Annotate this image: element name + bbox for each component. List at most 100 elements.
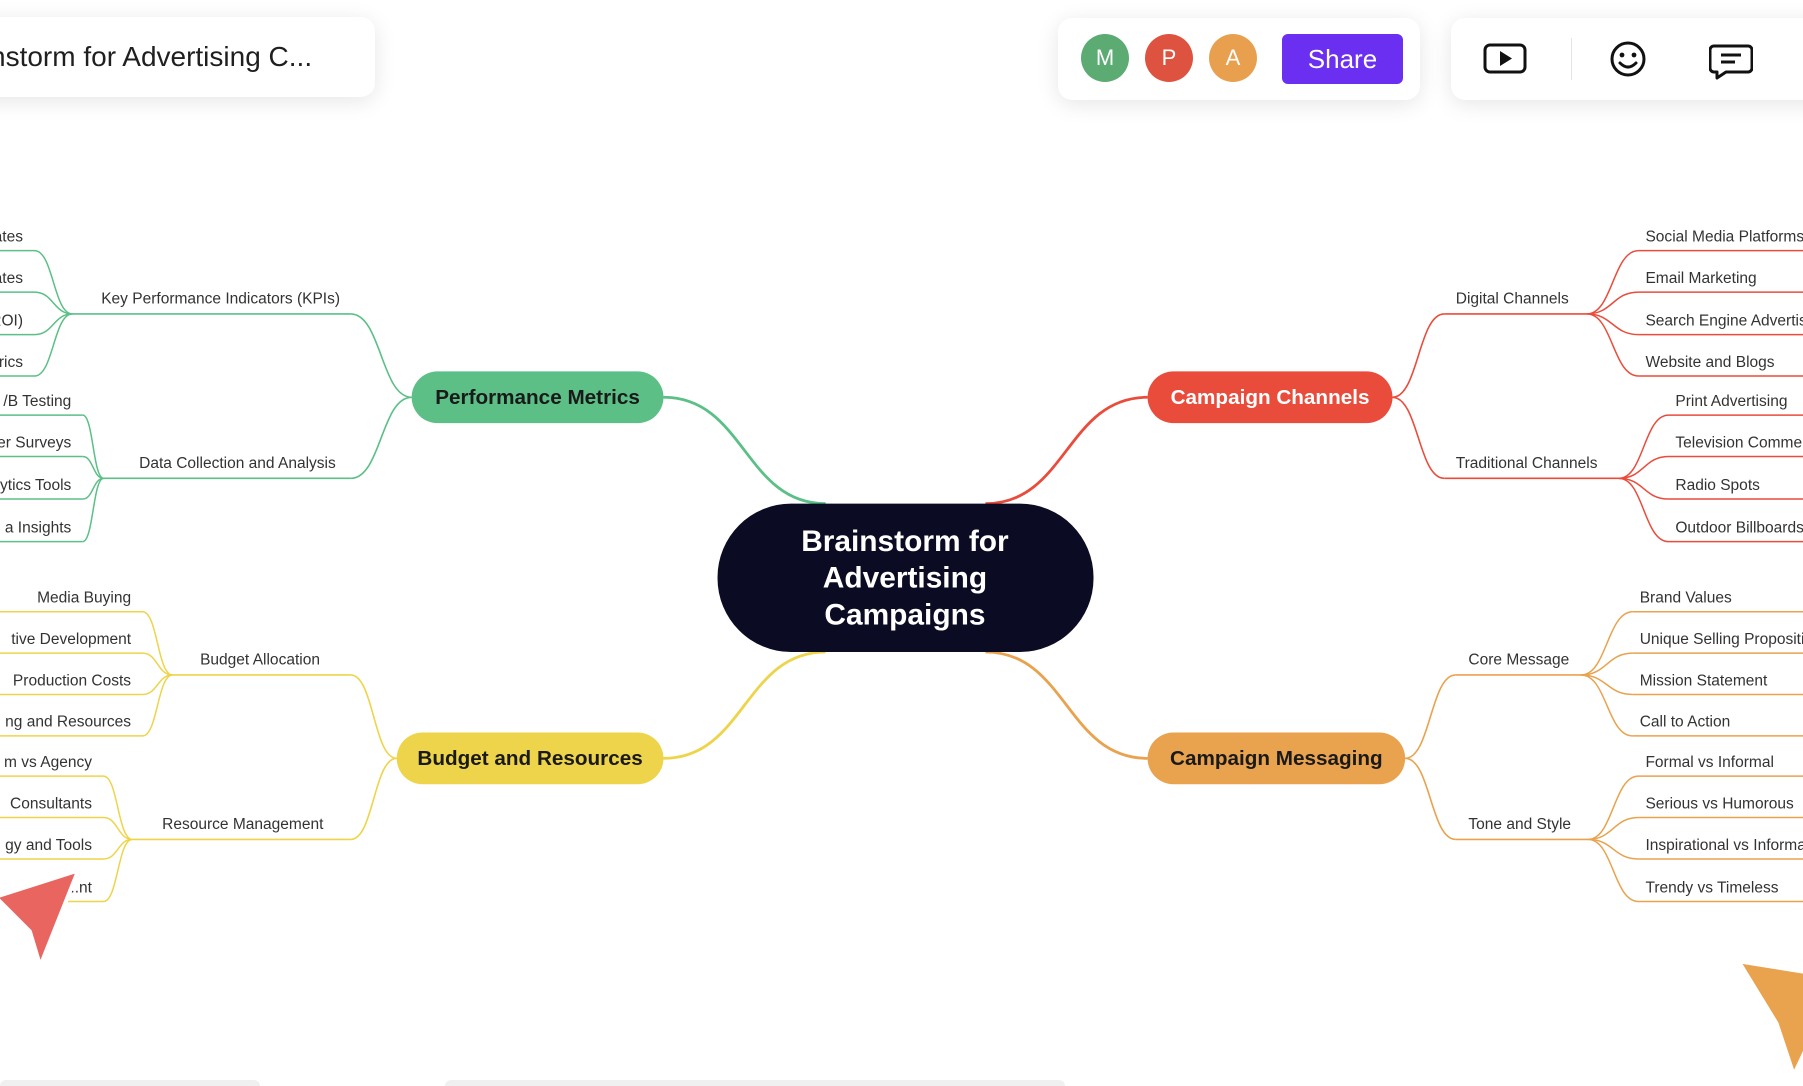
branch-node[interactable] bbox=[396, 732, 664, 785]
leaf-connector bbox=[1586, 313, 1639, 336]
leaf-connector bbox=[1586, 249, 1639, 315]
leaf-label: ytics Tools bbox=[0, 477, 72, 494]
branch-node[interactable] bbox=[1147, 732, 1406, 785]
leaf-label: Serious vs Humorous bbox=[1645, 795, 1794, 812]
leaf-label: Formal vs Informal bbox=[1645, 754, 1773, 771]
leaf-label: tive Development bbox=[11, 631, 132, 648]
sub-connector bbox=[1392, 396, 1445, 480]
leaf-label: ROI) bbox=[0, 312, 23, 329]
leaf-label: Social Media Platforms bbox=[1645, 228, 1803, 245]
leaf-label: Production Costs bbox=[13, 672, 131, 689]
bottom-panel-edge bbox=[445, 1080, 1065, 1086]
leaf-label: Call to Action bbox=[1640, 714, 1731, 731]
branch-node[interactable] bbox=[411, 371, 664, 424]
sub-node-label: Traditional Channels bbox=[1456, 455, 1598, 472]
leaf-connector bbox=[1586, 291, 1639, 315]
leaf-connector bbox=[1587, 838, 1639, 860]
leaf-connector bbox=[1581, 652, 1633, 676]
central-node-label: Campaigns bbox=[824, 598, 985, 631]
branch-connector bbox=[985, 395, 1148, 506]
avatar-initial: M bbox=[1095, 45, 1115, 70]
leaf-connector bbox=[34, 249, 73, 315]
sub-connector bbox=[350, 396, 412, 480]
leaf-label: ates bbox=[0, 270, 23, 287]
leaf-label: Outdoor Billboards bbox=[1675, 519, 1803, 536]
leaf-connector bbox=[82, 455, 104, 480]
leaf-label: Mission Statement bbox=[1640, 672, 1768, 689]
collaborator-cursors bbox=[0, 868, 1803, 1078]
leaf-connector bbox=[1580, 674, 1633, 737]
leaf-label: ates bbox=[0, 228, 23, 245]
leaf-label: gy and Tools bbox=[5, 837, 92, 854]
leaf-connector bbox=[34, 313, 73, 377]
sub-connector bbox=[1392, 313, 1445, 399]
leaf-label: Email Marketing bbox=[1645, 270, 1756, 287]
leaf-label: Print Advertising bbox=[1675, 393, 1787, 410]
avatar[interactable]: M bbox=[1081, 34, 1129, 82]
share-button-label: Share bbox=[1307, 43, 1378, 74]
collaborator-cursor-red bbox=[0, 868, 81, 968]
leaf-connector bbox=[103, 838, 133, 903]
avatar-initial: A bbox=[1225, 45, 1241, 70]
leaf-label: Trendy vs Timeless bbox=[1645, 879, 1778, 896]
sub-node-label: Budget Allocation bbox=[200, 652, 320, 669]
leaf-label: Media Buying bbox=[37, 590, 131, 607]
leaf-label: /B Testing bbox=[3, 393, 71, 410]
branch-label: Campaign Channels bbox=[1171, 386, 1370, 409]
document-title[interactable]: nstorm for Advertising C... bbox=[0, 41, 313, 72]
leaf-label: Radio Spots bbox=[1675, 477, 1760, 494]
leaf-connector bbox=[1580, 610, 1633, 676]
sub-node-label: Key Performance Indicators (KPIs) bbox=[101, 291, 340, 308]
sub-node-label: Resource Management bbox=[162, 816, 324, 833]
branch-node[interactable] bbox=[1147, 371, 1393, 424]
avatar-initial: P bbox=[1161, 45, 1177, 70]
central-node[interactable] bbox=[717, 503, 1094, 652]
avatar[interactable]: P bbox=[1145, 34, 1193, 82]
central-node-label: Advertising bbox=[823, 562, 987, 595]
leaf-label: ng and Resources bbox=[5, 714, 131, 731]
leaf-connector bbox=[1587, 775, 1639, 841]
leaf-connector bbox=[103, 816, 133, 841]
leaf-label: Inspirational vs Informational bbox=[1645, 837, 1803, 854]
leaf-connector bbox=[1587, 816, 1639, 841]
branch-label: Campaign Messaging bbox=[1170, 747, 1383, 770]
emoji-icon[interactable] bbox=[1606, 38, 1650, 80]
present-icon[interactable] bbox=[1483, 38, 1527, 80]
leaf-connector bbox=[142, 610, 173, 676]
mind-map-connectors bbox=[0, 249, 1803, 903]
branch-label: Budget and Resources bbox=[417, 747, 642, 770]
leaf-label: Television Commercials bbox=[1675, 434, 1803, 451]
toolbar-divider bbox=[1571, 38, 1572, 80]
sub-node-label: Core Message bbox=[1468, 652, 1569, 669]
leaf-label: Consultants bbox=[10, 795, 92, 812]
branch-connector bbox=[663, 395, 826, 506]
central-node-label: Brainstorm for bbox=[801, 525, 1009, 558]
leaf-label: Website and Blogs bbox=[1645, 354, 1774, 371]
share-button[interactable]: Share bbox=[1282, 34, 1403, 84]
leaf-label: trics bbox=[0, 354, 23, 371]
leaf-connector bbox=[142, 674, 173, 737]
leaf-label: Unique Selling Proposition bbox=[1640, 631, 1803, 648]
view-tools-toolbar bbox=[1451, 18, 1803, 100]
branch-connector bbox=[985, 650, 1148, 760]
comment-icon[interactable] bbox=[1708, 38, 1754, 80]
leaf-label: a Insights bbox=[5, 519, 72, 536]
collaborators-toolbar: M P A Share bbox=[1058, 18, 1420, 100]
sub-connector bbox=[350, 757, 397, 841]
sub-connector bbox=[1405, 757, 1456, 841]
collaborator-cursor-orange bbox=[1736, 959, 1803, 1078]
sub-node-label: Tone and Style bbox=[1468, 816, 1571, 833]
leaf-connector bbox=[142, 652, 173, 676]
sub-node-label: Digital Channels bbox=[1456, 291, 1569, 308]
sub-connector bbox=[350, 674, 397, 760]
leaf-connector bbox=[103, 775, 133, 841]
leaf-label: er Surveys bbox=[0, 434, 72, 451]
document-title-card[interactable]: nstorm for Advertising C... bbox=[0, 17, 375, 97]
leaf-label: Brand Values bbox=[1640, 590, 1732, 607]
leaf-connector bbox=[1619, 477, 1669, 500]
leaf-label: Search Engine Advertising bbox=[1645, 312, 1803, 329]
avatar[interactable]: A bbox=[1209, 34, 1257, 82]
leaf-connector bbox=[1587, 838, 1639, 903]
